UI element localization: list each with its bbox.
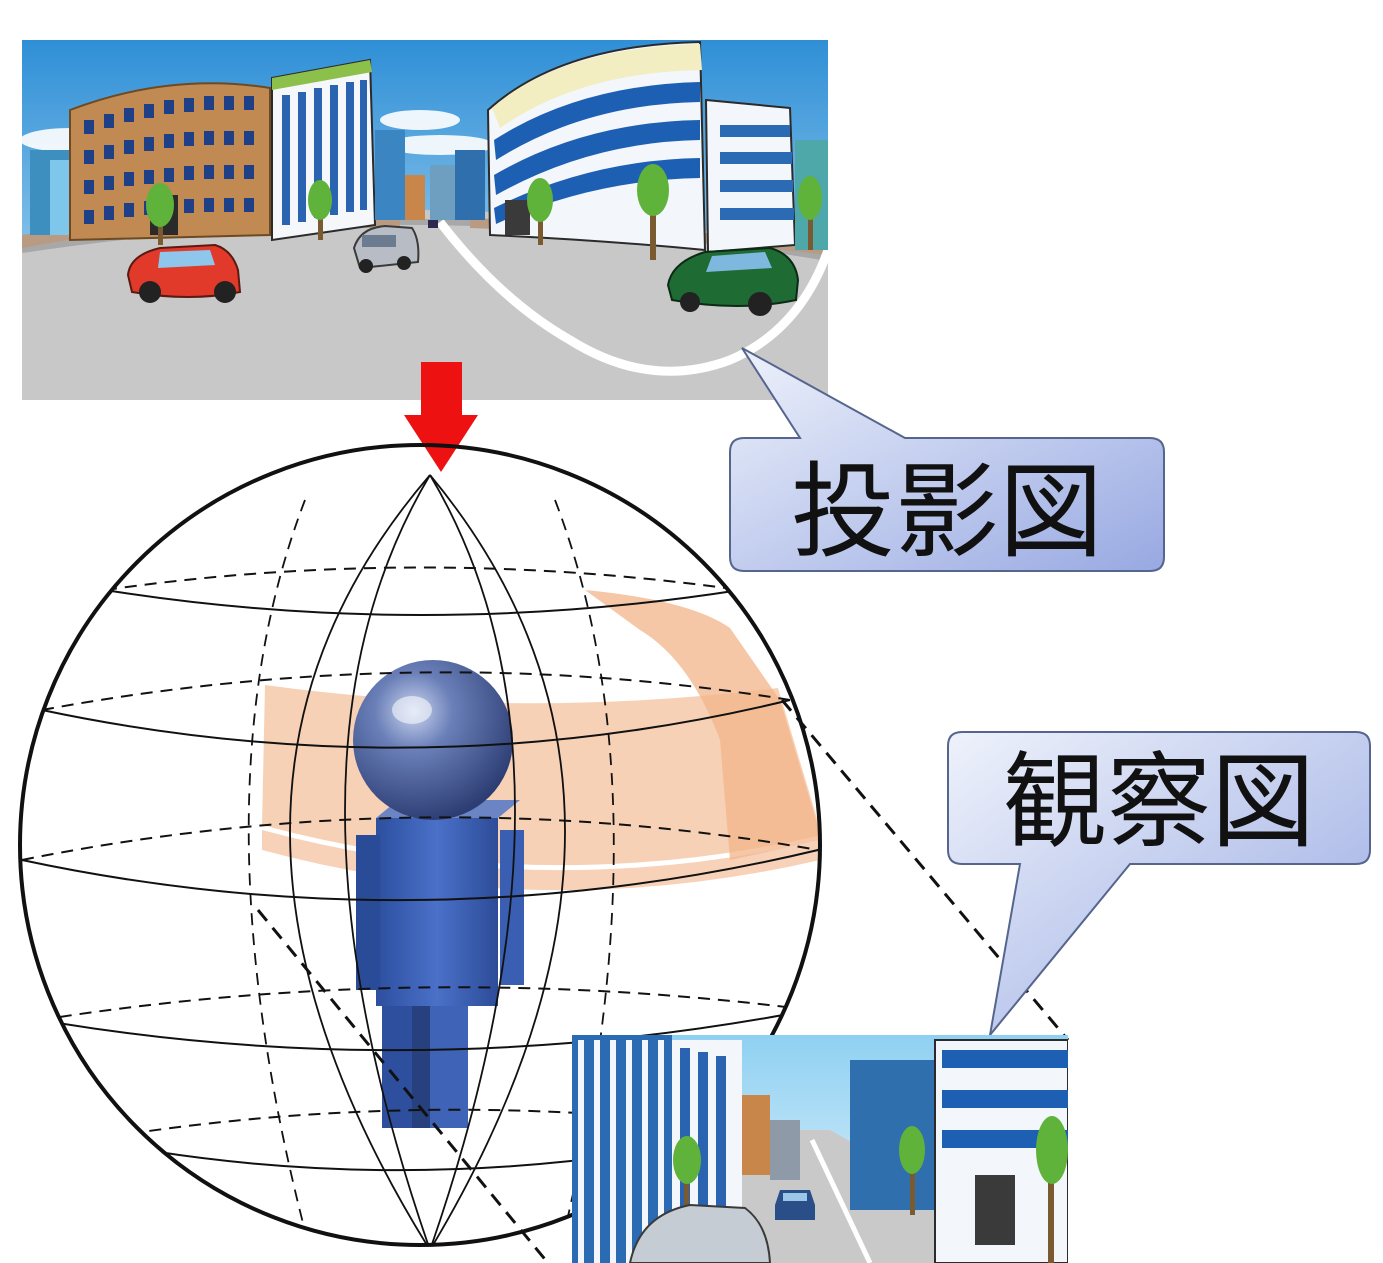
observation-callout: 観察図: [947, 731, 1371, 1039]
projection-label: 投影図: [791, 451, 1103, 573]
observation-label: 観察図: [1003, 741, 1315, 863]
sphere: [18, 443, 822, 1247]
latitude-lines-dashed: [21, 566, 819, 1141]
road-curve-marking: [436, 219, 828, 376]
longitude-lines-dashed: [247, 499, 615, 1245]
tree-shapes: [146, 164, 822, 260]
silver-car: [352, 224, 420, 273]
sphere-outline: [18, 443, 822, 1247]
longitude-lines: [289, 474, 566, 1245]
panorama-image: [22, 40, 828, 400]
buildings-left: [30, 58, 425, 242]
down-arrow: [404, 362, 478, 472]
red-car: [126, 243, 242, 303]
observation-image: [572, 1035, 1068, 1263]
buildings-center: [430, 150, 485, 220]
person-figure: [353, 660, 524, 1128]
projection-callout: 投影図: [729, 347, 1165, 573]
green-car: [666, 246, 800, 316]
person-head: [353, 660, 513, 820]
